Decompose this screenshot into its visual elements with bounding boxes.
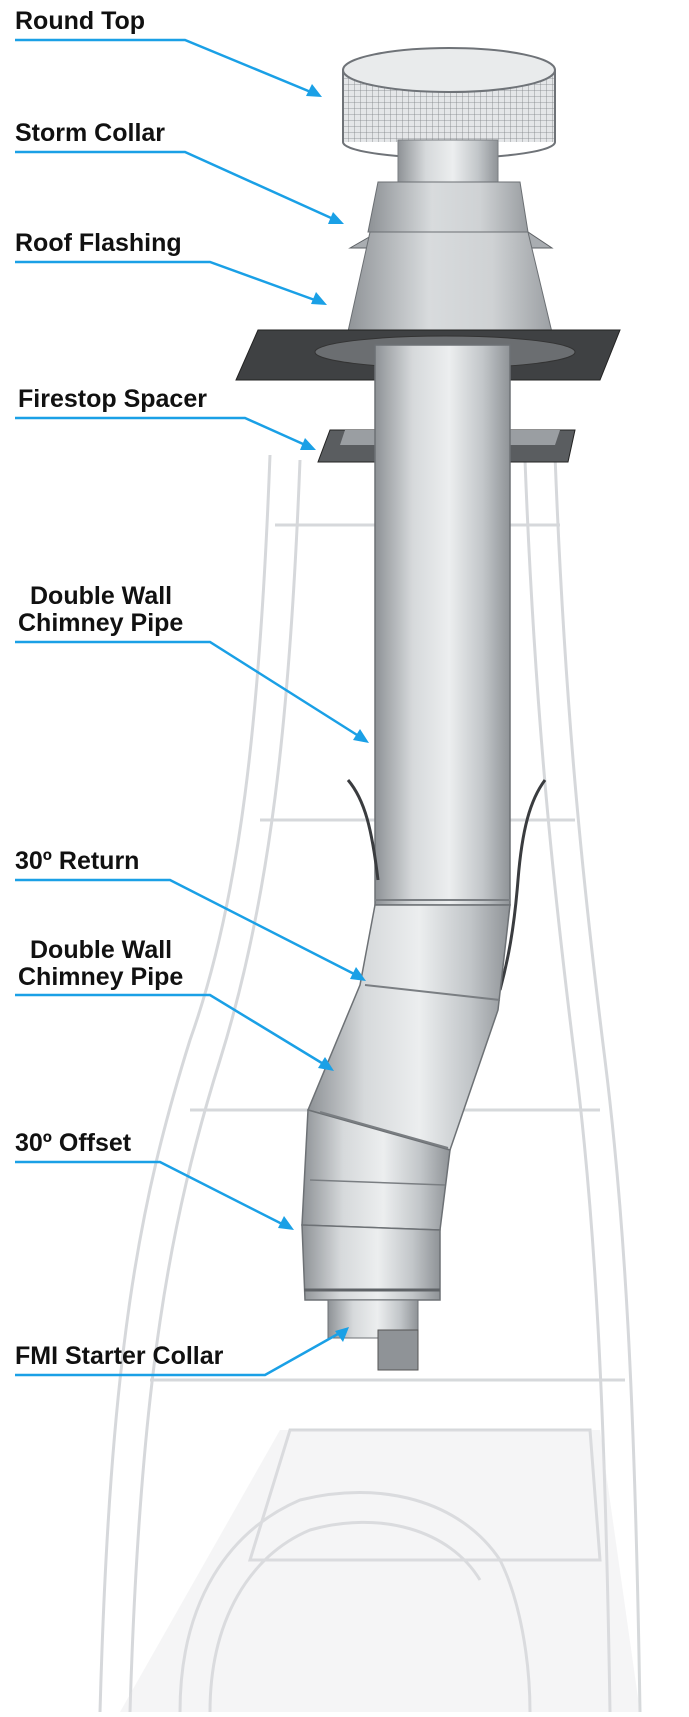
label-fmi-starter-collar: FMI Starter Collar xyxy=(15,1343,223,1370)
leader-round-top xyxy=(15,40,318,95)
round-top-part xyxy=(343,48,555,188)
leader-double-wall-lower xyxy=(15,995,330,1068)
leader-storm-collar xyxy=(15,152,340,222)
label-double-wall-upper-line2: Chimney Pipe xyxy=(18,610,183,637)
label-double-wall-upper-line1: Double Wall xyxy=(30,583,172,610)
label-double-wall-lower-line1: Double Wall xyxy=(30,937,172,964)
leader-firestop-spacer xyxy=(15,418,312,448)
label-double-wall-lower-line2: Chimney Pipe xyxy=(18,964,183,991)
ghost-fill xyxy=(120,1430,640,1712)
label-firestop-spacer: Firestop Spacer xyxy=(18,386,207,413)
label-storm-collar: Storm Collar xyxy=(15,120,165,147)
label-roof-flashing: Roof Flashing xyxy=(15,230,182,257)
leader-roof-flashing xyxy=(15,262,323,303)
leader-double-wall-upper xyxy=(15,642,365,740)
label-round-top: Round Top xyxy=(15,8,145,35)
double-wall-pipe-upper xyxy=(375,345,510,908)
label-30-return: 30º Return xyxy=(15,848,139,875)
label-30-offset: 30º Offset xyxy=(15,1130,131,1157)
